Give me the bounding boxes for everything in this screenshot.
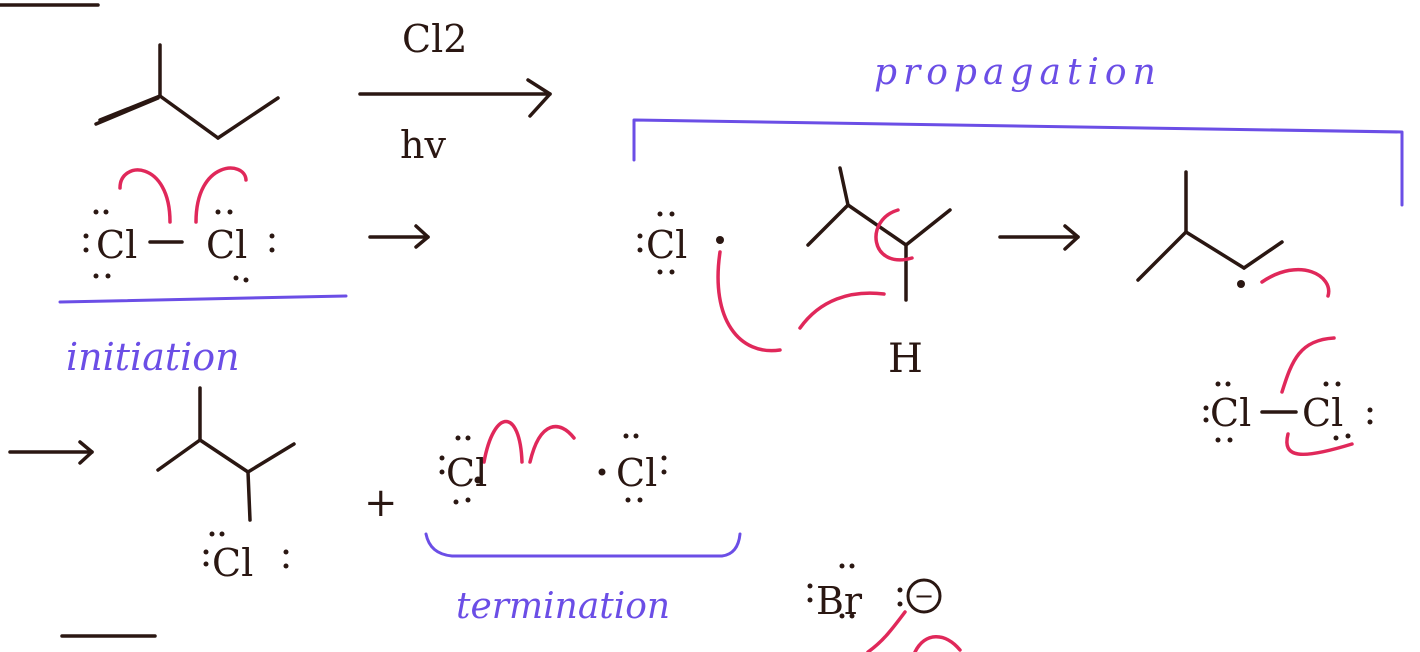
svg-text:−: − [914,582,934,610]
arrow-initiation [368,224,430,249]
arrow-product [8,440,94,465]
atom-h: H [888,336,923,382]
atom-cl-product: Cl [212,541,253,585]
atom-cl-1: Cl [96,223,137,267]
fishhook-arrow [118,168,172,224]
starting-alkane [94,43,280,140]
label-termination: termination [456,586,670,627]
reagent-top: Cl2 [402,17,467,61]
label-propagation: propagation [874,52,1162,93]
label-initiation: initiation [66,335,240,379]
atom-cl-radical: Cl [646,223,687,267]
initiation-underline [58,294,348,304]
fishhook-arrow [1285,432,1354,457]
fishhook-arrow [1280,336,1336,394]
fishhook-arrow [528,424,576,464]
reagent-bottom: hv [400,123,446,167]
fishhook-arrow [866,610,907,652]
fishhook-arrow [874,208,914,262]
propagation-bracket [632,118,1404,207]
fishhook-arrow [913,635,962,652]
product-alkyl-chloride [156,386,296,522]
fishhook-arrow [716,250,782,353]
fishhook-arrow [1260,267,1331,298]
arrow-propagation [998,224,1080,251]
atom-cl-2: Cl [206,223,247,267]
atom-cl-term-2: Cl [616,451,657,495]
alkyl-radical [1136,170,1284,282]
atom-cl-term-1: Cl [446,451,487,495]
fishhook-arrow [482,419,524,464]
fishhook-arrow [194,166,248,224]
fishhook-arrow [798,291,886,330]
reaction-arrow-main [358,78,552,118]
negative-charge: − [906,578,942,614]
atom-cl-3: Cl [1210,391,1251,435]
alkane-propagation [806,166,952,302]
atom-cl-4: Cl [1302,391,1343,435]
plus-sign: + [364,480,398,526]
atom-br: Br [816,579,863,623]
termination-bracket [424,532,742,558]
